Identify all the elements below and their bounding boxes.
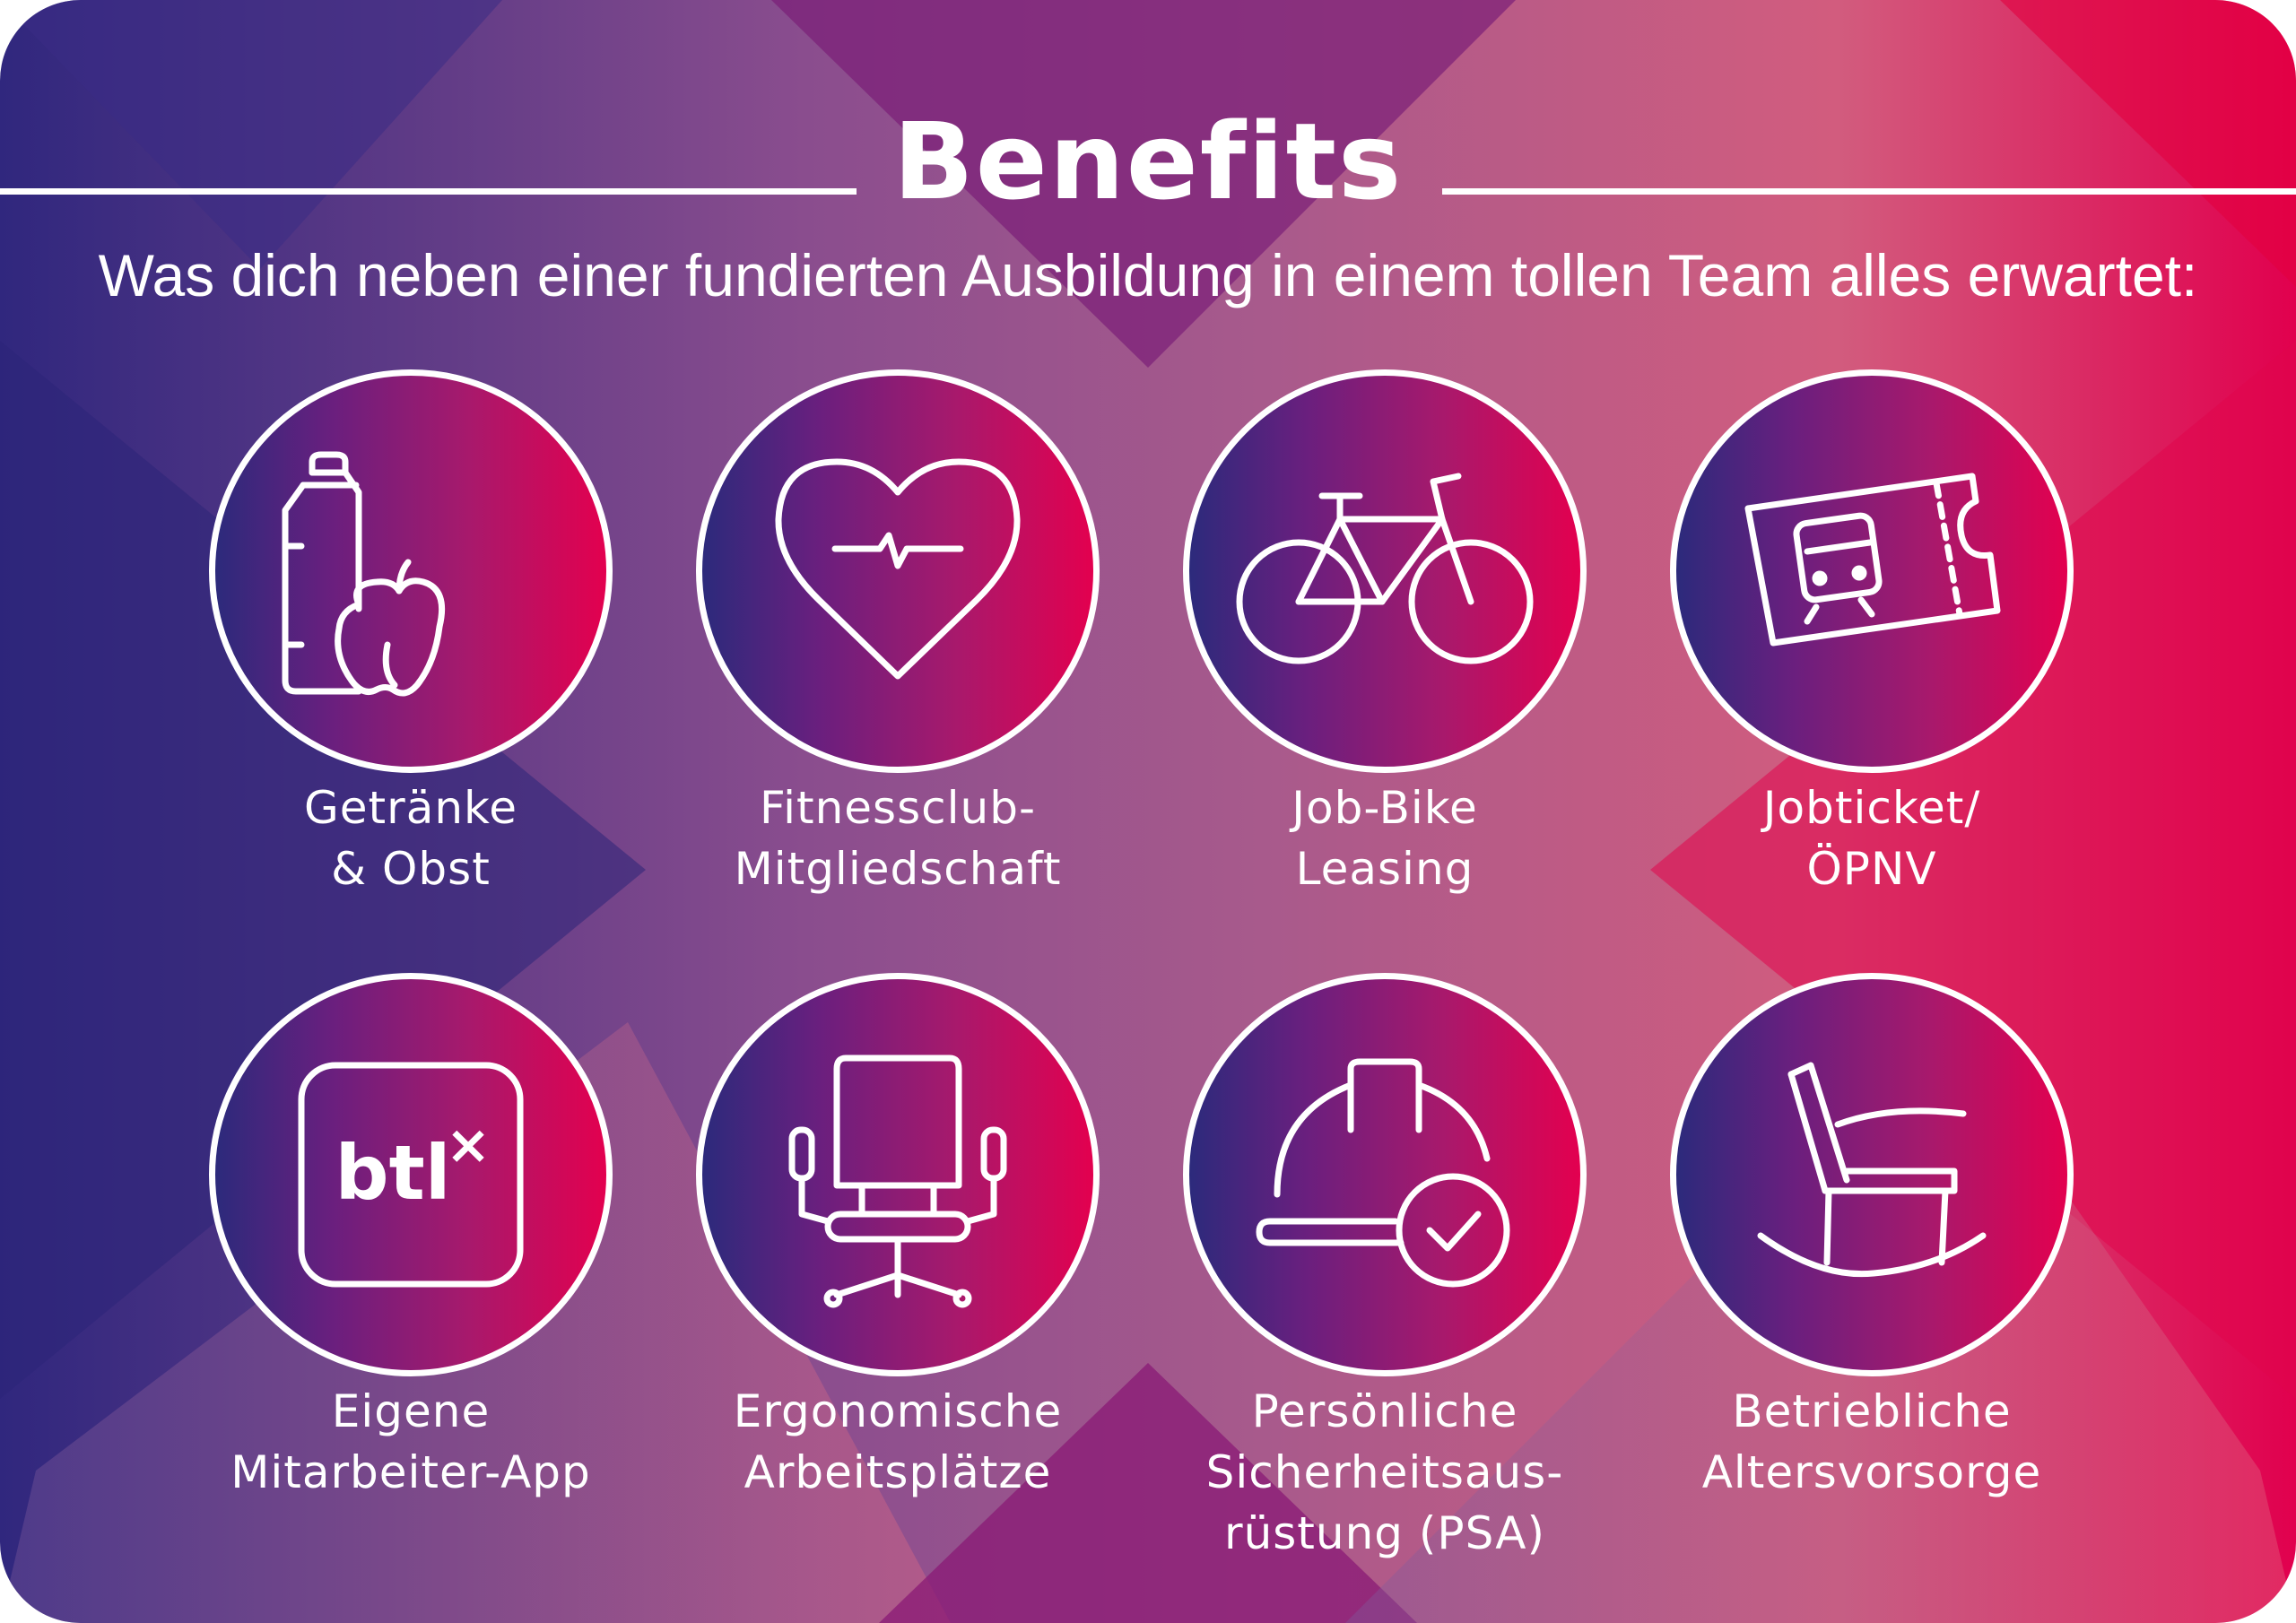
heart-pulse-icon bbox=[775, 458, 1021, 680]
title-rule-left bbox=[0, 188, 857, 195]
benefit-label: Jobticket/ ÖPNV bbox=[1762, 782, 1981, 895]
btl-app-icon: btl × bbox=[298, 1062, 524, 1288]
btl-logo-sup: × bbox=[446, 1114, 491, 1176]
benefit-label: Persönliche Sicherheitsaus- rüstung (PSA… bbox=[1205, 1385, 1564, 1559]
benefit-circle: btl × bbox=[209, 973, 613, 1376]
train-ticket-icon bbox=[1744, 473, 2001, 647]
benefit-circle bbox=[1183, 973, 1587, 1376]
hardhat-check-icon bbox=[1256, 1058, 1510, 1288]
benefit-label: Fitnessclub- Mitgliedschaft bbox=[734, 782, 1062, 895]
benefit-label: Getränke & Obst bbox=[304, 782, 517, 895]
benefit-circle bbox=[1183, 369, 1587, 773]
benefit-circle bbox=[696, 973, 1100, 1376]
benefit-circle bbox=[1670, 369, 2074, 773]
benefit-circle bbox=[1670, 973, 2074, 1376]
rocking-chair-icon bbox=[1757, 1062, 1987, 1278]
benefit-label: Eigene Mitarbeiter-App bbox=[230, 1385, 591, 1498]
title-rule-right bbox=[1442, 188, 2296, 195]
subtitle: Was dich neben einer fundierten Ausbildu… bbox=[98, 242, 2198, 308]
office-chair-icon bbox=[788, 1055, 1007, 1308]
bottle-apple-icon bbox=[282, 451, 446, 697]
benefit-circle bbox=[209, 369, 613, 773]
bicycle-icon bbox=[1236, 473, 1534, 664]
btl-logo-text: btl bbox=[335, 1129, 450, 1217]
benefit-label: Ergonomische Arbeitsplätze bbox=[733, 1385, 1063, 1498]
benefit-label: Job-Bike Leasing bbox=[1292, 782, 1478, 895]
page-title: Benefits bbox=[892, 100, 1404, 223]
benefit-circle bbox=[696, 369, 1100, 773]
benefit-label: Betriebliche Altersvorsorge bbox=[1701, 1385, 2042, 1498]
